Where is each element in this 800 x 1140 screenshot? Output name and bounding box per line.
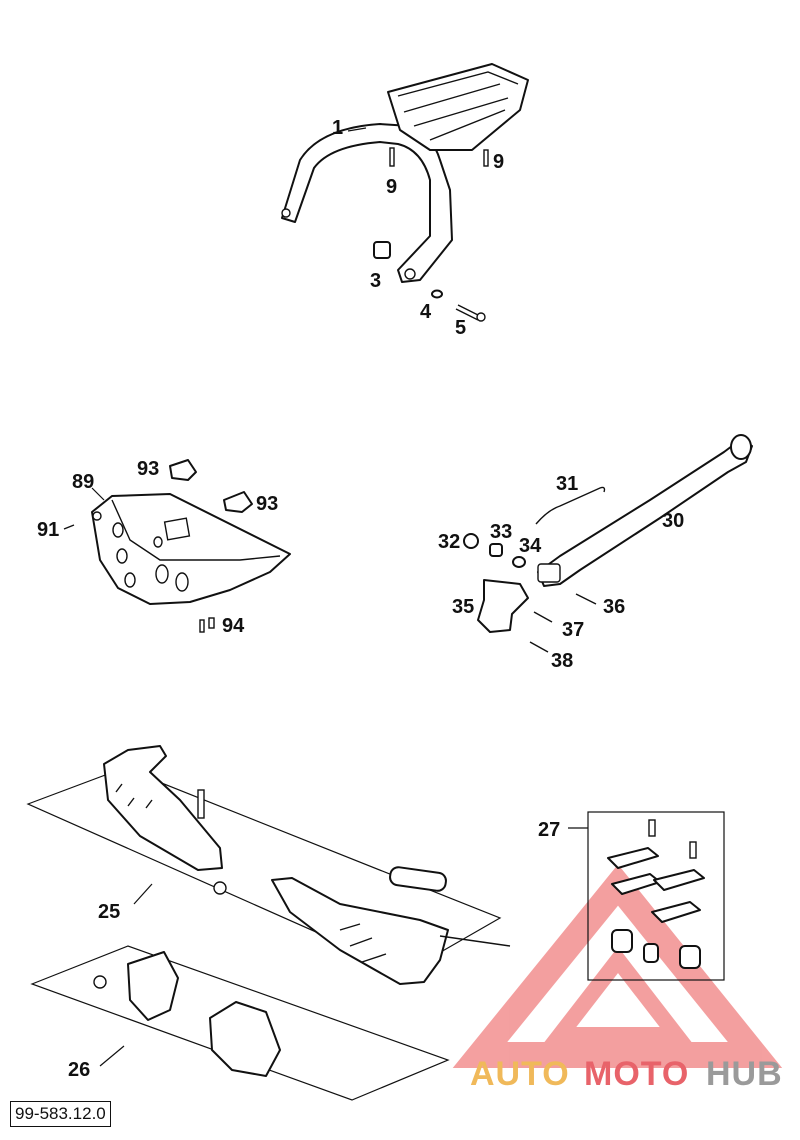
bolt-left-guard: [197, 789, 205, 819]
bolt-36: [575, 593, 597, 605]
callout-37: 37: [562, 619, 584, 641]
clamp-kit-assembly: 27: [538, 811, 725, 981]
callout-38: 38: [551, 650, 573, 672]
callout-25: 25: [98, 901, 120, 923]
washer-left-guard: [213, 881, 227, 895]
bar-end-insert-a: [611, 929, 633, 953]
nut-32: [463, 533, 479, 549]
bar-pad: [389, 866, 447, 892]
shield-left: [127, 951, 179, 1021]
stand-bracket-35: [477, 579, 529, 633]
callout-27: 27: [538, 819, 560, 841]
screw-91: [63, 524, 75, 530]
screw-9-left: [389, 147, 395, 167]
bushing-33: [489, 543, 503, 557]
bar-end-insert-b: [643, 943, 659, 963]
clamp-screw-a: [648, 819, 656, 837]
side-stand-leg: [537, 439, 753, 587]
bolt-5: [455, 304, 481, 321]
reference-code-box: 99-583.12.0: [10, 1101, 111, 1127]
callout-93-lower: 93: [256, 493, 278, 515]
watermark-auto: AUTO: [470, 1055, 570, 1093]
hand-guard-left-slots: [115, 783, 153, 809]
callout-36: 36: [603, 596, 625, 618]
skid-hole-2: [116, 548, 128, 564]
washer-4: [431, 289, 443, 299]
watermark-moto: MOTO: [584, 1055, 689, 1093]
callout-3: 3: [370, 270, 381, 292]
hand-guard-left: [103, 745, 223, 871]
spring-31: [535, 486, 606, 525]
clamp-93-upper: [169, 459, 197, 481]
side-stand-foot: [730, 434, 752, 460]
callout-31: 31: [556, 473, 578, 495]
luggage-rack-assembly: 1 9 9 3 4 5: [281, 63, 529, 339]
hand-guard-right: [271, 877, 449, 985]
bolt-right-guard: [439, 935, 511, 947]
callout-32: 32: [438, 531, 460, 553]
bar-end-insert-c: [679, 945, 701, 969]
skid-bracket-pad: [163, 517, 191, 541]
skid-hole-1: [112, 522, 124, 538]
leader-26: [99, 1045, 125, 1067]
callout-89: 89: [72, 471, 94, 493]
screw-94-b: [208, 617, 215, 629]
shield-spacer: [93, 975, 107, 989]
rack-mount-hole-left: [281, 208, 291, 218]
leader-89: [91, 487, 105, 501]
callout-26: 26: [68, 1059, 90, 1081]
skid-hole-6: [153, 536, 163, 548]
rack-frame: [281, 123, 453, 283]
callout-94: 94: [222, 615, 245, 637]
callout-33: 33: [490, 521, 512, 543]
clamp-93-lower: [223, 491, 253, 513]
hand-guard-kit-frame-25: [26, 767, 502, 973]
callout-9-right: 9: [493, 151, 504, 173]
rack-platform: [387, 63, 529, 151]
skid-hole-4: [155, 564, 169, 584]
rack-mount-hole-right: [404, 268, 416, 280]
leader-25: [133, 883, 153, 905]
washer-34: [512, 556, 526, 568]
callout-91: 91: [37, 519, 59, 541]
clamp-lower-b: [651, 901, 701, 923]
hand-guard-right-slots: [339, 923, 387, 963]
watermark-triangle-outer: [452, 864, 783, 1068]
side-stand-assembly: 31 30 32 33 34 35 36 37 38: [438, 434, 753, 672]
watermark-triangle-inner: [543, 946, 693, 1043]
callout-5: 5: [455, 317, 466, 339]
watermark-logo: [452, 864, 783, 1068]
callout-9-left: 9: [386, 176, 397, 198]
screw-9-right: [483, 149, 489, 167]
watermark-text: AUTO MOTO HUB: [470, 1055, 783, 1093]
screw-94-a: [199, 619, 205, 633]
skid-mount-hole: [92, 511, 102, 521]
clamp-upper-b: [653, 869, 705, 891]
callout-34: 34: [519, 535, 542, 557]
watermark-hub: HUB: [706, 1055, 783, 1093]
skid-plate-assembly: 89 93 93 91 94: [37, 458, 291, 637]
bolt-38: [529, 641, 549, 653]
bolt-5-head: [476, 312, 486, 322]
spacer-3: [373, 241, 391, 259]
clamp-screw-b: [689, 841, 697, 859]
callout-1: 1: [332, 117, 343, 139]
callout-93-upper: 93: [137, 458, 159, 480]
callout-35: 35: [452, 596, 474, 618]
skid-hole-3: [124, 572, 136, 588]
clamp-kit-frame-27: [587, 811, 725, 981]
hand-guard-assembly: 25 26: [26, 745, 511, 1101]
skid-hole-5: [175, 572, 189, 592]
rack-slats: [397, 71, 519, 141]
callout-30: 30: [662, 510, 684, 532]
callout-4: 4: [420, 301, 432, 323]
shield-right: [209, 1001, 281, 1077]
clamp-upper-a: [607, 847, 659, 869]
bolt-37: [533, 611, 553, 623]
side-stand-clevis: [537, 563, 561, 583]
leader-1: [347, 127, 367, 132]
